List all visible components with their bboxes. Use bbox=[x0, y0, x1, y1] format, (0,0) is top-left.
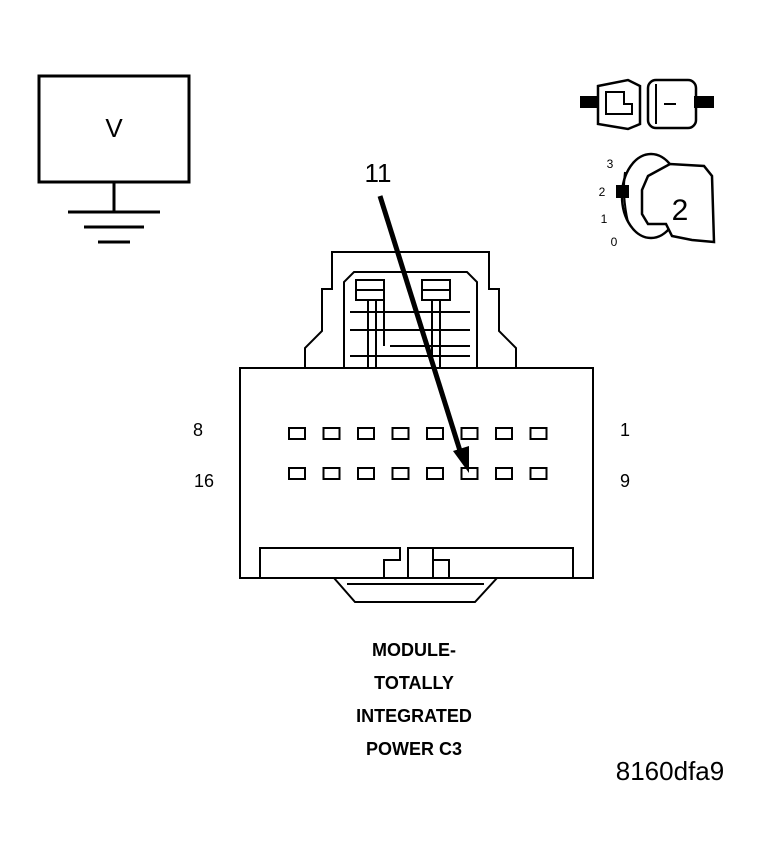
figure-id: 8160dfa9 bbox=[616, 756, 724, 786]
pin-label-top-left: 8 bbox=[193, 420, 203, 440]
pin-label-bottom-left: 16 bbox=[194, 471, 214, 491]
caption-line-2: TOTALLY bbox=[374, 673, 454, 693]
voltmeter: V bbox=[37, 74, 191, 244]
pin-label-top-right: 1 bbox=[620, 420, 630, 440]
pin-cavity-15 bbox=[322, 467, 341, 480]
pin-cavity-10 bbox=[495, 467, 513, 480]
ignition-selected-position: 2 bbox=[672, 194, 689, 227]
pin-cavity-12 bbox=[426, 467, 444, 480]
pin-cavity-5 bbox=[391, 427, 410, 440]
ignition-position-2: 2 bbox=[599, 185, 606, 199]
caption-line-1: MODULE- bbox=[372, 640, 456, 660]
pin-cavity-3 bbox=[460, 427, 479, 440]
ignition-position-0: 0 bbox=[611, 235, 618, 249]
connector-bottom-tab bbox=[331, 577, 500, 603]
ignition-switch: 3 2 1 0 2 bbox=[599, 152, 716, 249]
pin-cavity-14 bbox=[357, 467, 375, 480]
pin-cavity-1 bbox=[529, 427, 548, 440]
caption-line-3: INTEGRATED bbox=[356, 706, 472, 726]
callout-arrow bbox=[377, 195, 469, 473]
ground-icon bbox=[68, 182, 160, 244]
pin-cavity-7 bbox=[322, 427, 341, 440]
voltmeter-box bbox=[37, 74, 191, 184]
pin-cavity-13 bbox=[391, 467, 410, 480]
pin-cavity-8 bbox=[288, 427, 306, 440]
ignition-key-icon bbox=[640, 162, 716, 244]
pin-cavity-9 bbox=[529, 467, 548, 480]
ignition-position-3: 3 bbox=[607, 157, 614, 171]
pin-label-bottom-right: 9 bbox=[620, 471, 630, 491]
pin-cavity-11 bbox=[460, 467, 479, 480]
caption-line-4: POWER C3 bbox=[366, 739, 462, 759]
pin-cavity-6 bbox=[357, 427, 375, 440]
connector-cavities bbox=[288, 427, 548, 480]
connector-latch bbox=[304, 251, 517, 370]
key-connector-icon bbox=[580, 78, 714, 131]
ignition-position-marker bbox=[616, 185, 629, 198]
arrowhead-icon bbox=[453, 446, 469, 473]
voltmeter-symbol: V bbox=[105, 113, 123, 143]
pin-cavity-2 bbox=[495, 427, 513, 440]
ignition-position-1: 1 bbox=[601, 212, 608, 226]
pin-cavity-4 bbox=[426, 427, 444, 440]
callout-number: 11 bbox=[365, 158, 392, 188]
pin-cavity-16 bbox=[288, 467, 306, 480]
